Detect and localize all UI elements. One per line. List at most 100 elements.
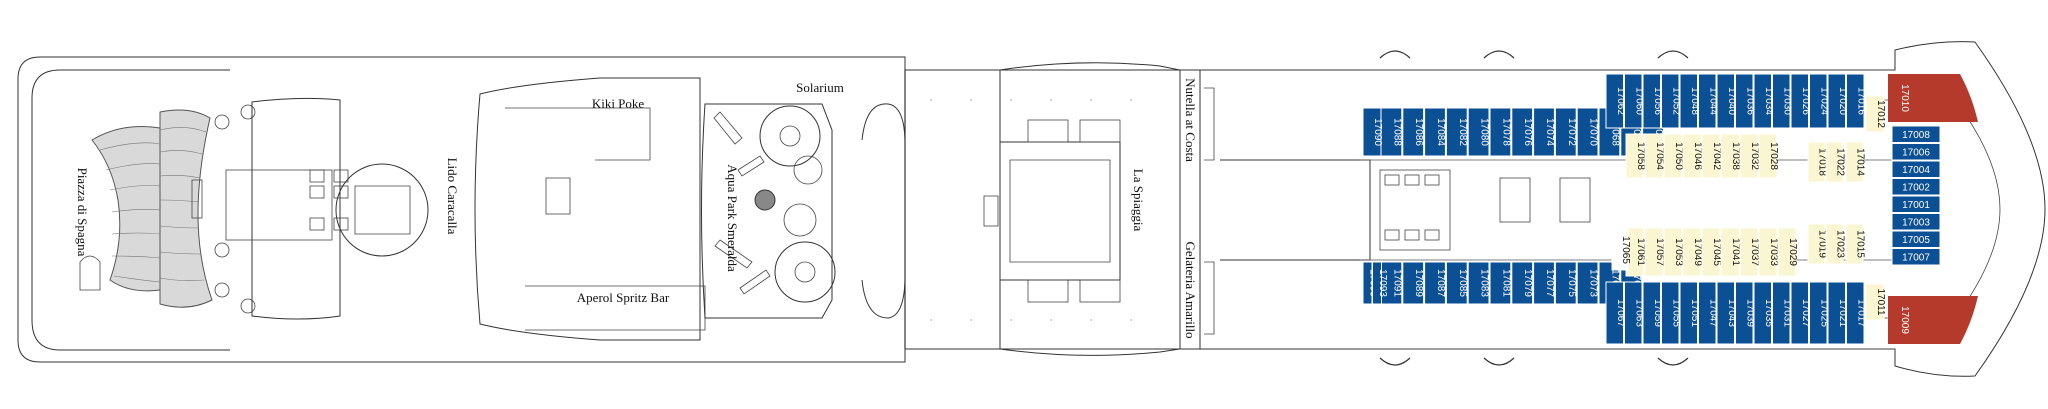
cabin-outer[interactable]: 17036 xyxy=(1735,73,1756,129)
cabin-interior[interactable]: 17089 xyxy=(1402,261,1424,305)
cabin-interior[interactable]: 17093 xyxy=(1372,261,1389,305)
cabin-interior[interactable]: 17087 xyxy=(1424,261,1446,305)
cabin-bow[interactable]: 17007 xyxy=(1891,248,1941,266)
cabin-bow[interactable]: 17001 xyxy=(1891,195,1941,213)
cabin-outer[interactable]: 17025 xyxy=(1809,281,1830,345)
cabin-box xyxy=(1698,73,1717,129)
cabin-interior[interactable]: 17073 xyxy=(1576,261,1599,305)
cabin-number: 17045 xyxy=(1711,238,1722,266)
cabin-balcony[interactable]: 17058 xyxy=(1625,133,1646,179)
cabin-balcony[interactable]: 17042 xyxy=(1701,133,1722,179)
cabin-box xyxy=(1424,107,1446,157)
cabin-balcony[interactable]: 17065 xyxy=(1611,229,1631,271)
cabin-interior[interactable]: 17082 xyxy=(1445,107,1468,157)
cabin-balcony[interactable]: 17029 xyxy=(1777,227,1798,277)
cabin-balcony[interactable]: 17041 xyxy=(1720,227,1741,277)
cabin-outer[interactable]: 17047 xyxy=(1698,281,1719,345)
cabin-outer[interactable]: 17034 xyxy=(1753,73,1774,129)
cabin-interior[interactable]: 17085 xyxy=(1445,261,1468,305)
cabin-balcony[interactable]: 17011 xyxy=(1865,283,1886,321)
cabin-suite-bottom[interactable] xyxy=(1888,296,1978,344)
cabin-interior[interactable]: 17083 xyxy=(1467,261,1490,305)
cabin-balcony[interactable]: 17045 xyxy=(1701,227,1722,277)
cabin-outer[interactable]: 17062 xyxy=(1605,73,1626,129)
cabin-outer[interactable]: 17043 xyxy=(1716,281,1737,345)
cabin-number: 17029 xyxy=(1787,238,1798,266)
cabin-balcony[interactable]: 17014 xyxy=(1845,141,1866,183)
cabin-balcony[interactable]: 17032 xyxy=(1739,133,1760,179)
cabin-number: 17060 xyxy=(1633,87,1644,115)
cabin-outer[interactable]: 17048 xyxy=(1679,73,1700,129)
cabin-suite-top[interactable] xyxy=(1888,74,1978,122)
cabin-balcony[interactable]: 17028 xyxy=(1758,133,1779,179)
cabin-number: 17022 xyxy=(1835,148,1846,176)
cabin-interior[interactable]: 17077 xyxy=(1533,261,1555,305)
stair-circles xyxy=(214,104,256,314)
cabin-outer[interactable]: 17026 xyxy=(1790,73,1811,129)
lido-whirlpool xyxy=(354,185,411,235)
cabin-outer[interactable]: 17024 xyxy=(1809,73,1830,129)
cabin-interior[interactable]: 17079 xyxy=(1511,261,1533,305)
cabin-number: 17004 xyxy=(1902,165,1930,176)
cabin-outer[interactable]: 17067 xyxy=(1605,281,1626,345)
cabin-balcony[interactable]: 17057 xyxy=(1644,227,1665,277)
cabin-interior[interactable]: 17072 xyxy=(1554,107,1577,157)
cabin-interior[interactable]: 17075 xyxy=(1554,261,1577,305)
cabin-outer[interactable]: 17021 xyxy=(1827,281,1848,345)
cabin-balcony[interactable]: 17012 xyxy=(1865,95,1886,133)
cabin-outer[interactable]: 17055 xyxy=(1661,281,1682,345)
cabin-outer[interactable]: 17031 xyxy=(1772,281,1793,345)
cabin-bow[interactable]: 17008 xyxy=(1891,125,1941,143)
cabin-balcony[interactable]: 17033 xyxy=(1758,227,1779,277)
cabin-interior[interactable]: 17088 xyxy=(1380,107,1402,157)
cabin-interior[interactable]: 17081 xyxy=(1489,261,1511,305)
cabin-interior[interactable]: 17076 xyxy=(1511,107,1533,157)
cabin-interior[interactable]: 17084 xyxy=(1424,107,1446,157)
cabin-balcony[interactable]: 17037 xyxy=(1739,227,1760,277)
cabin-balcony[interactable]: 17038 xyxy=(1720,133,1741,179)
cabin-outer[interactable]: 17063 xyxy=(1624,281,1645,345)
cabin-outer[interactable]: 17052 xyxy=(1661,73,1682,129)
cabin-balcony[interactable]: 17018 xyxy=(1807,141,1828,183)
cabin-interior[interactable]: 17070 xyxy=(1576,107,1599,157)
cabin-bow[interactable]: 17002 xyxy=(1891,178,1941,196)
cabin-bow[interactable]: 17004 xyxy=(1891,160,1941,178)
piazza-seating-right xyxy=(159,109,213,308)
cabin-bow[interactable]: 17003 xyxy=(1891,213,1941,231)
cabin-outer[interactable]: 17020 xyxy=(1827,73,1848,129)
cabin-box xyxy=(1445,261,1468,305)
cabin-number: 17091 xyxy=(1391,269,1402,297)
cabin-outer[interactable]: 17030 xyxy=(1772,73,1793,129)
cabin-outer[interactable]: 17051 xyxy=(1679,281,1700,345)
cabin-balcony[interactable]: 17019 xyxy=(1807,223,1828,265)
cabin-interior[interactable]: 17080 xyxy=(1467,107,1490,157)
cabin-outer[interactable]: 17017 xyxy=(1846,281,1867,345)
cabin-outer[interactable]: 17059 xyxy=(1642,281,1663,345)
cabin-interior[interactable]: 17086 xyxy=(1402,107,1424,157)
cabin-number: 17081 xyxy=(1500,269,1511,297)
cabin-balcony[interactable]: 17046 xyxy=(1682,133,1703,179)
cabin-outer[interactable]: 17027 xyxy=(1790,281,1811,345)
cabin-outer[interactable]: 17039 xyxy=(1735,281,1756,345)
cabin-balcony[interactable]: 17023 xyxy=(1825,223,1846,265)
cabin-balcony[interactable]: 17050 xyxy=(1663,133,1684,179)
cabin-balcony[interactable]: 17022 xyxy=(1825,141,1846,183)
cabin-outer[interactable]: 17016 xyxy=(1846,73,1867,129)
cabin-balcony[interactable]: 17053 xyxy=(1663,227,1684,277)
cabin-outer[interactable]: 17044 xyxy=(1698,73,1719,129)
cabin-balcony[interactable]: 17049 xyxy=(1682,227,1703,277)
cabin-bow[interactable]: 17006 xyxy=(1891,143,1941,161)
cabin-outer[interactable]: 17056 xyxy=(1642,73,1663,129)
cabin-bow[interactable]: 17005 xyxy=(1891,230,1941,248)
cabin-balcony[interactable]: 17015 xyxy=(1845,223,1866,265)
cabin-outer[interactable]: 17040 xyxy=(1716,73,1737,129)
cabin-interior[interactable]: 17078 xyxy=(1489,107,1511,157)
cabin-interior[interactable]: 17090 xyxy=(1362,107,1383,157)
cabin-outer[interactable]: 17035 xyxy=(1753,281,1774,345)
cabin-box xyxy=(1642,281,1661,345)
cabin-outer[interactable]: 17060 xyxy=(1624,73,1645,129)
cabin-interior[interactable]: 17074 xyxy=(1533,107,1555,157)
solarium-wing-top xyxy=(861,103,906,141)
cabin-balcony[interactable]: 17054 xyxy=(1644,133,1665,179)
cabin-box xyxy=(1827,281,1846,345)
